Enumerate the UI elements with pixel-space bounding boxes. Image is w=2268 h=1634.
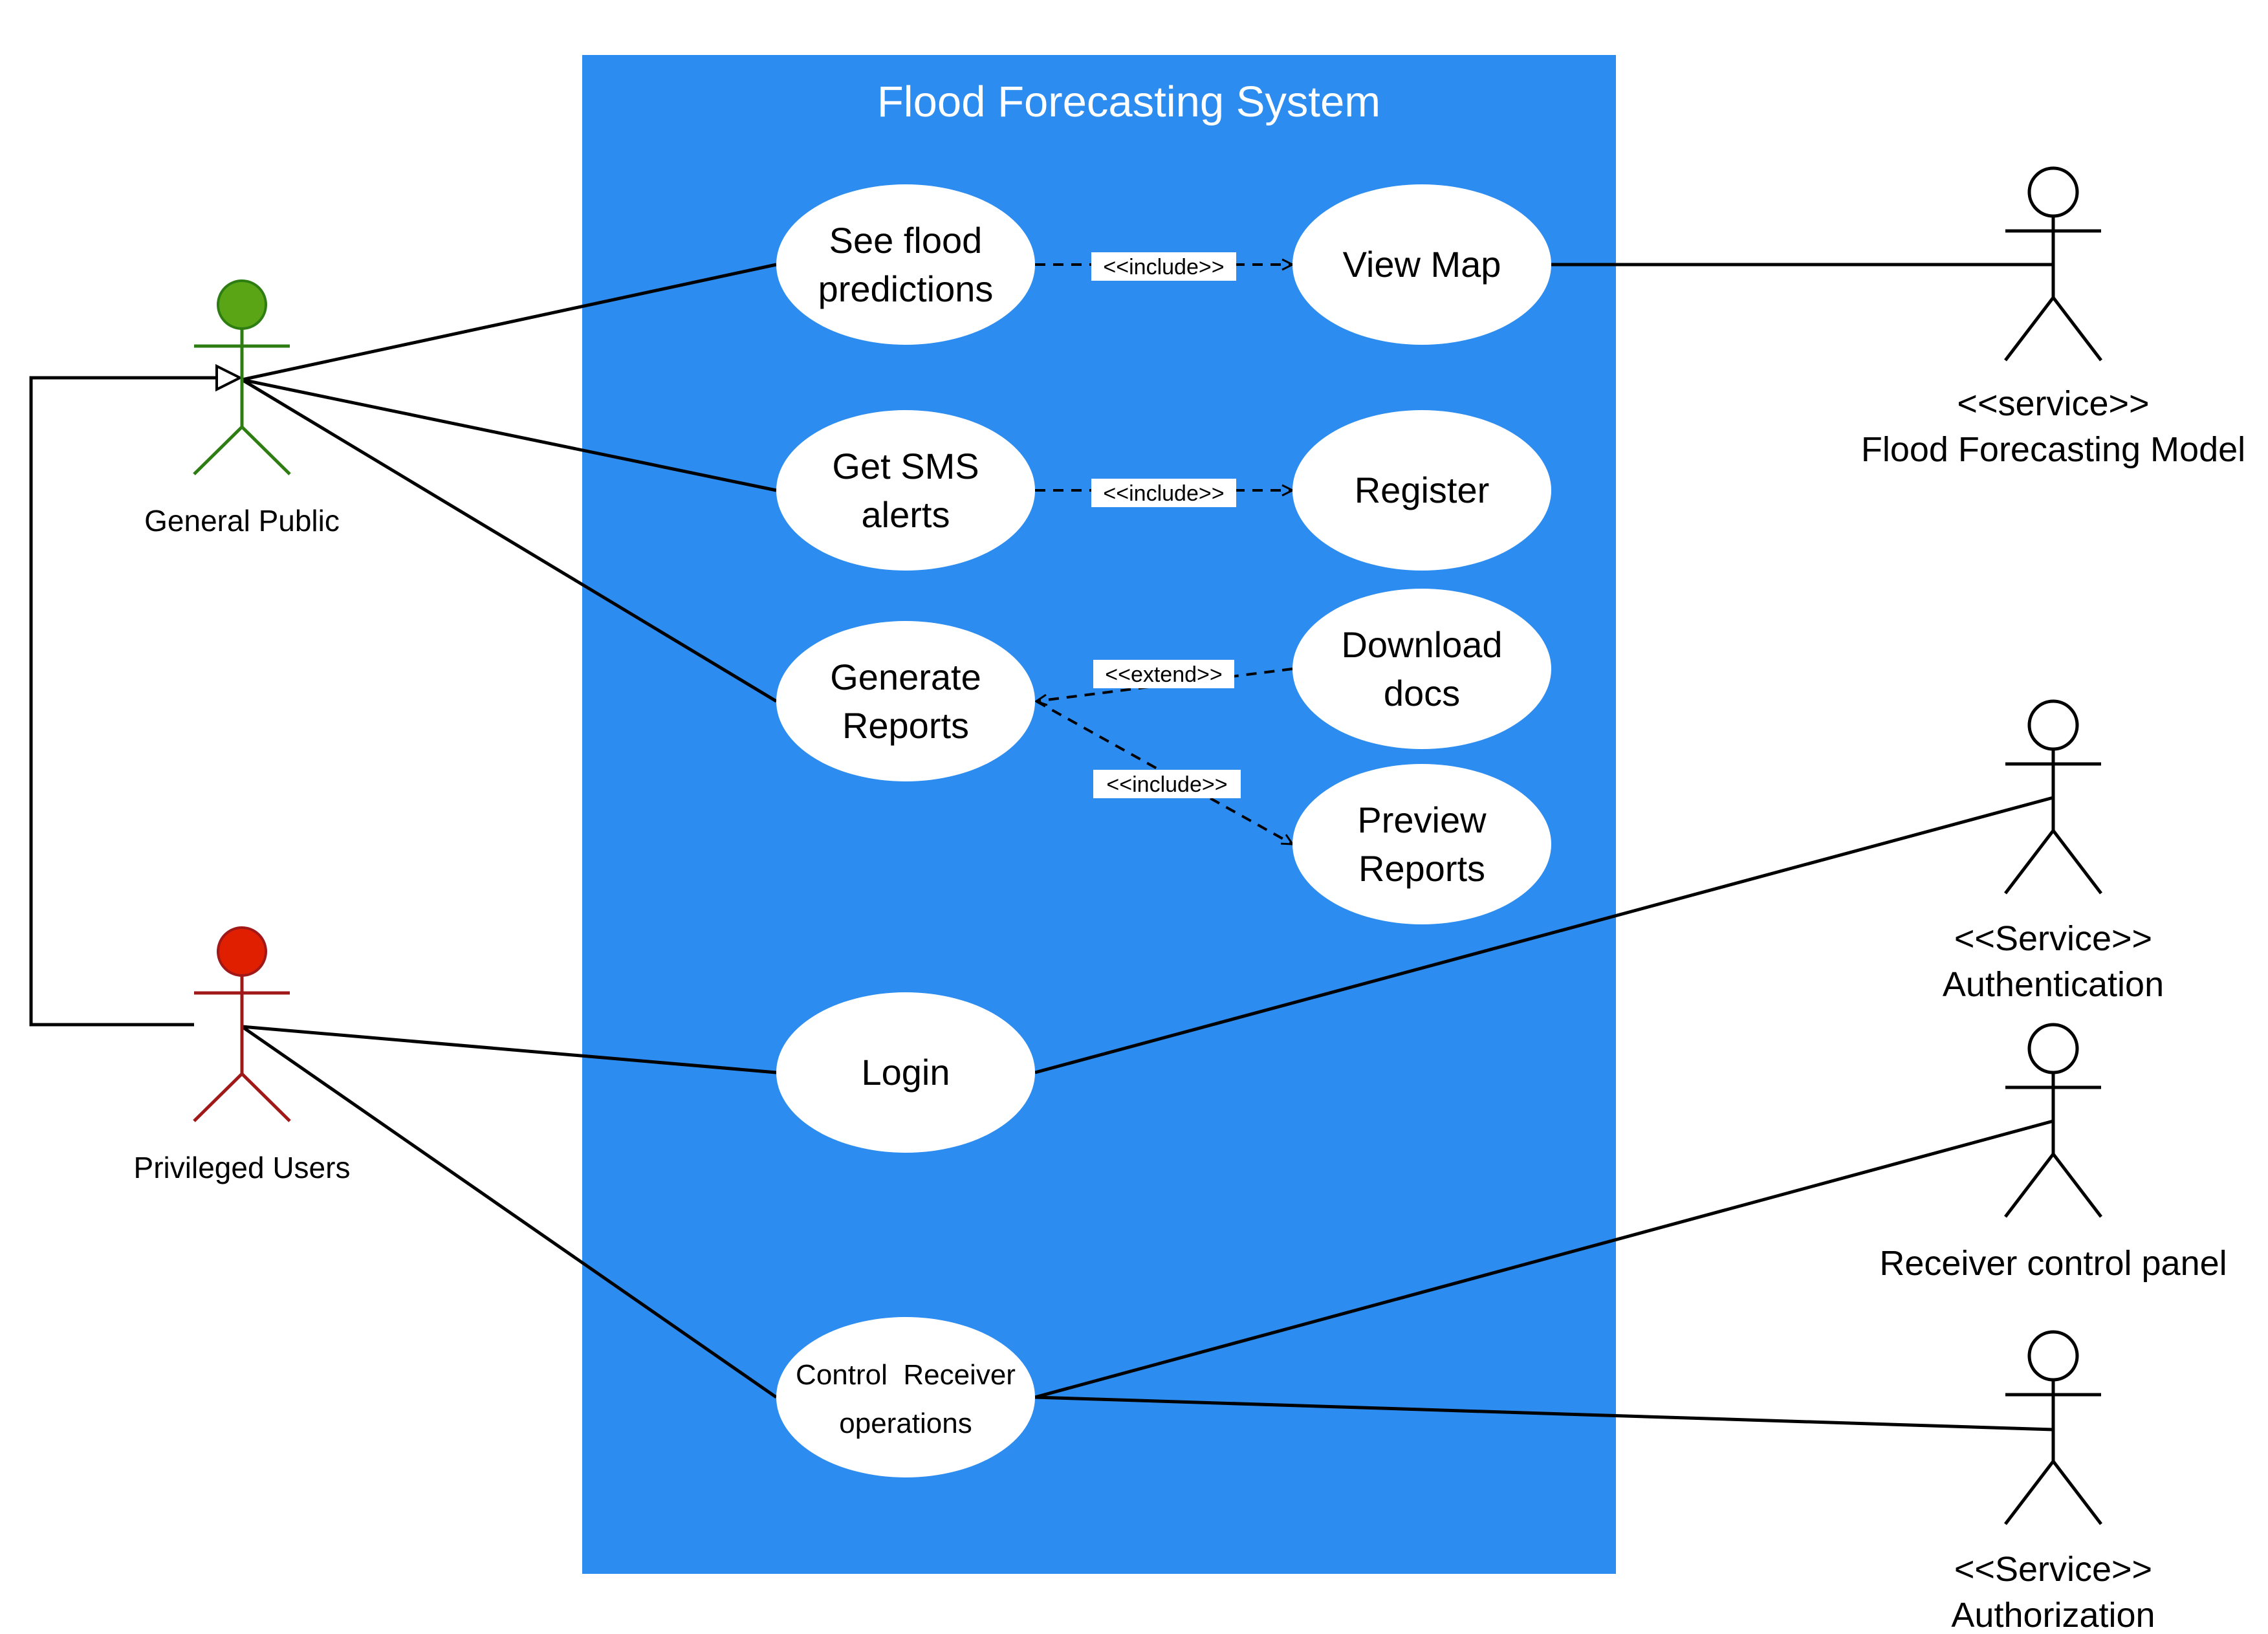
association-lines (241, 263, 2054, 1432)
actor-privileged-users[interactable]: Privileged Users (134, 926, 351, 1184)
svg-text:Authorization: Authorization (1951, 1596, 2155, 1634)
assoc-login-auth (1034, 796, 2054, 1074)
use-case-register[interactable]: Register (1292, 410, 1551, 571)
actor-head (2027, 166, 2079, 218)
use-case-get-sms-alerts[interactable]: Get SMS alerts (776, 410, 1035, 571)
assoc-privileged-login (241, 1025, 777, 1074)
use-case-view-map[interactable]: View Map (1292, 184, 1551, 345)
svg-text:Reports: Reports (842, 705, 969, 746)
svg-text:operations: operations (839, 1408, 972, 1439)
actor-head (217, 926, 267, 977)
svg-text:<<include>>: <<include>> (1103, 255, 1224, 279)
svg-text:<<include>>: <<include>> (1106, 772, 1227, 797)
assoc-control-panel (1034, 1119, 2054, 1399)
stereotype-extend: <<extend>> (1093, 660, 1234, 688)
svg-text:Flood Forecasting Model: Flood Forecasting Model (1861, 430, 2245, 469)
svg-text:docs: docs (1384, 673, 1460, 714)
svg-text:Get SMS: Get SMS (832, 446, 979, 486)
svg-text:Control Receiver: Control Receiver (796, 1359, 1016, 1391)
svg-text:View Map: View Map (1343, 244, 1501, 285)
svg-text:<<include>>: <<include>> (1103, 481, 1224, 506)
svg-text:predictions: predictions (818, 268, 994, 309)
system-title: Flood Forecasting System (877, 78, 1380, 126)
actor-general-public[interactable]: General Public (144, 279, 340, 538)
stereotype-include-1: <<include>> (1091, 252, 1236, 281)
svg-text:<<Service>>: <<Service>> (1954, 919, 2152, 958)
svg-text:Reports: Reports (1358, 848, 1485, 889)
actor-receiver-control-panel[interactable]: Receiver control panel (1879, 1023, 2227, 1283)
use-case-see-flood-predictions[interactable]: See flood predictions (776, 184, 1035, 345)
actor-label: Privileged Users (134, 1151, 351, 1184)
actor-authentication[interactable]: <<Service>> Authentication (1943, 699, 2164, 1004)
svg-text:Receiver control panel: Receiver control panel (1879, 1244, 2227, 1283)
svg-text:<<extend>>: <<extend>> (1105, 662, 1223, 687)
svg-text:Download: Download (1341, 624, 1502, 665)
actor-head (217, 279, 267, 330)
svg-text:alerts: alerts (862, 494, 950, 535)
assoc-public-sms (241, 378, 777, 492)
assoc-public-see-flood (241, 263, 777, 382)
assoc-privileged-control (241, 1025, 778, 1399)
svg-text:See flood: See flood (829, 220, 983, 261)
svg-text:<<Service>>: <<Service>> (1954, 1550, 2152, 1589)
svg-text:Generate: Generate (830, 657, 981, 697)
svg-text:Register: Register (1355, 470, 1490, 510)
use-case-download-docs[interactable]: Download docs (1292, 589, 1551, 749)
use-case-login[interactable]: Login (776, 992, 1035, 1153)
generalization-line (29, 376, 217, 1027)
actor-flood-forecasting-model[interactable]: <<service>> Flood Forecasting Model (1861, 166, 2245, 469)
stereotype-include-2: <<include>> (1091, 479, 1236, 507)
actor-head (2027, 1023, 2079, 1074)
actor-authorization[interactable]: <<Service>> Authorization (1951, 1330, 2155, 1634)
use-case-generate-reports[interactable]: Generate Reports (776, 621, 1035, 781)
stereotype-include-3: <<include>> (1093, 770, 1241, 798)
svg-text:Preview: Preview (1357, 800, 1487, 840)
assoc-control-authz (1034, 1395, 2054, 1432)
svg-text:<<service>>: <<service>> (1957, 384, 2149, 423)
actor-head (2027, 1330, 2079, 1382)
use-case-control-receiver-operations[interactable]: Control Receiver operations (776, 1317, 1035, 1477)
use-case-preview-reports[interactable]: Preview Reports (1292, 764, 1551, 924)
actor-label: General Public (144, 504, 340, 538)
actor-head (2027, 699, 2079, 751)
svg-text:Login: Login (861, 1052, 950, 1093)
svg-text:Authentication: Authentication (1943, 965, 2164, 1004)
generalization-arrowhead (215, 364, 243, 392)
assoc-public-reports (241, 378, 778, 703)
